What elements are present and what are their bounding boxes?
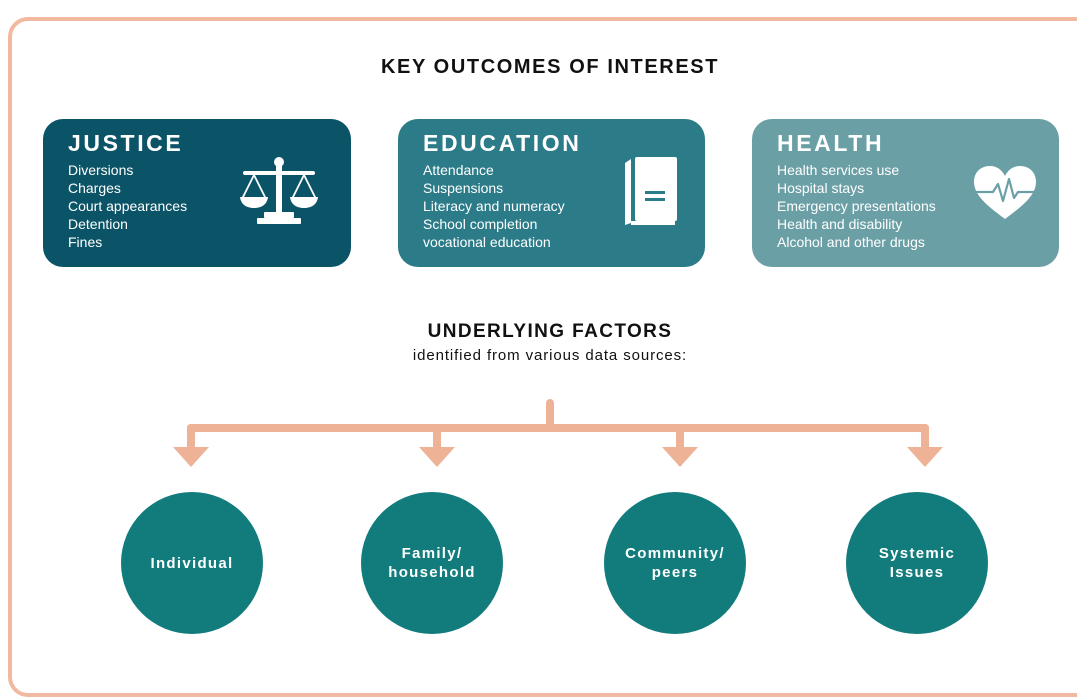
- education-card: EDUCATION Attendance Suspensions Literac…: [398, 119, 705, 267]
- arrow-down-icon: [419, 447, 455, 467]
- card-title: HEALTH: [777, 130, 885, 156]
- list-item: Health and disability: [777, 216, 903, 232]
- list-item: Fines: [68, 234, 103, 250]
- list-item: vocational education: [423, 234, 551, 250]
- factors-heading: UNDERLYING FACTORS: [427, 321, 673, 342]
- book-icon: [625, 157, 677, 225]
- factor-family-household: Family/ household: [361, 492, 503, 634]
- card-title: JUSTICE: [68, 130, 184, 156]
- list-item: School completion: [423, 216, 538, 232]
- factor-community-peers: Community/ peers: [604, 492, 746, 634]
- factor-systemic-issues: Systemic Issues: [846, 492, 988, 634]
- list-item: Hospital stays: [777, 180, 865, 196]
- connector-tree: [173, 399, 943, 467]
- list-item: Emergency presentations: [777, 198, 936, 214]
- arrow-down-icon: [662, 447, 698, 467]
- list-item: Alcohol and other drugs: [777, 234, 925, 250]
- factor-individual: Individual: [121, 492, 263, 634]
- scales-of-justice-icon: [240, 157, 318, 224]
- health-card: HEALTH Health services use Hospital stay…: [752, 119, 1059, 267]
- card-title: EDUCATION: [423, 130, 582, 156]
- list-item: Court appearances: [68, 198, 188, 214]
- list-item: Diversions: [68, 162, 134, 178]
- arrow-down-icon: [907, 447, 943, 467]
- list-item: Suspensions: [423, 180, 504, 196]
- list-item: Attendance: [423, 162, 494, 178]
- list-item: Detention: [68, 216, 128, 232]
- arrow-down-icon: [173, 447, 209, 467]
- page-title: KEY OUTCOMES OF INTEREST: [380, 56, 720, 78]
- list-item: Literacy and numeracy: [423, 198, 565, 214]
- justice-card: JUSTICE Diversions Charges Court appeara…: [43, 119, 351, 267]
- list-item: Charges: [68, 180, 121, 196]
- factors-caption: identified from various data sources:: [412, 347, 688, 364]
- list-item: Health services use: [777, 162, 900, 178]
- heart-pulse-icon: [974, 166, 1036, 219]
